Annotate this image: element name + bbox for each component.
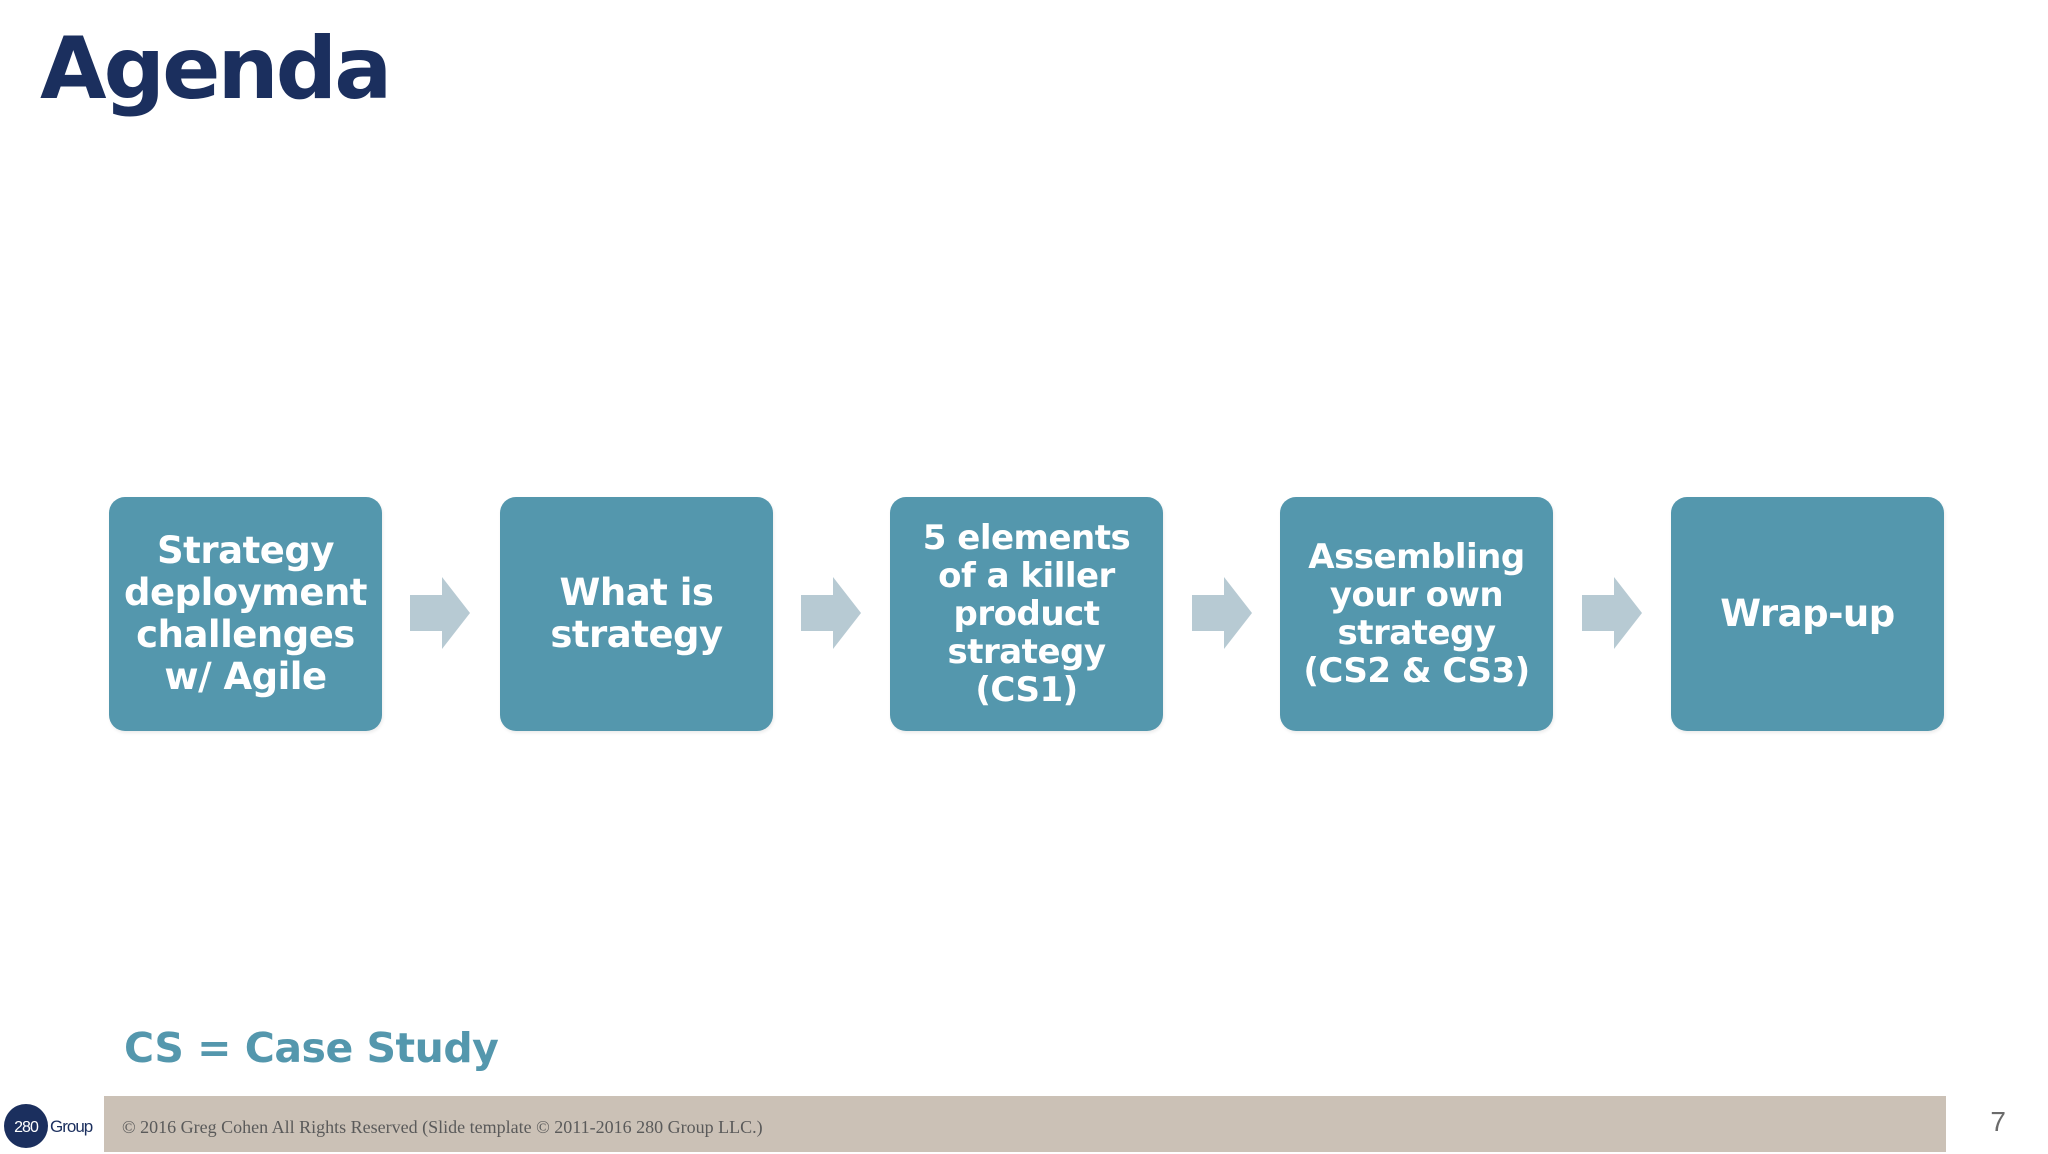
right-arrow-icon	[1192, 577, 1252, 649]
agenda-step-3: 5 elements of a killer product strategy …	[890, 497, 1163, 731]
copyright-text: © 2016 Greg Cohen All Rights Reserved (S…	[122, 1117, 763, 1137]
right-arrow-icon	[801, 577, 861, 649]
logo-word-text: Group	[50, 1117, 93, 1136]
right-arrow-icon	[1582, 577, 1642, 649]
agenda-step-5: Wrap-up	[1671, 497, 1944, 731]
logo-number-text: 280	[14, 1119, 39, 1136]
agenda-step-3-label: 5 elements of a killer product strategy …	[922, 517, 1131, 711]
case-study-note: CS = Case Study	[124, 1024, 499, 1072]
right-arrow-icon	[410, 577, 470, 649]
footer-bar	[104, 1096, 1946, 1152]
agenda-step-4: Assembling your own strategy (CS2 & CS3)	[1280, 497, 1553, 731]
agenda-step-1-label: Strategy deployment challenges w/ Agile	[124, 528, 367, 699]
slide-title: Agenda	[40, 19, 392, 119]
agenda-step-2: What is strategy	[500, 497, 773, 731]
agenda-step-5-label: Wrap-up	[1720, 591, 1895, 635]
company-logo: 280 Group	[2, 1102, 98, 1150]
agenda-step-1: Strategy deployment challenges w/ Agile	[109, 497, 382, 731]
agenda-step-2-label: What is strategy	[550, 570, 723, 656]
agenda-step-4-label: Assembling your own strategy (CS2 & CS3)	[1303, 536, 1530, 692]
page-number: 7	[1990, 1106, 2006, 1137]
